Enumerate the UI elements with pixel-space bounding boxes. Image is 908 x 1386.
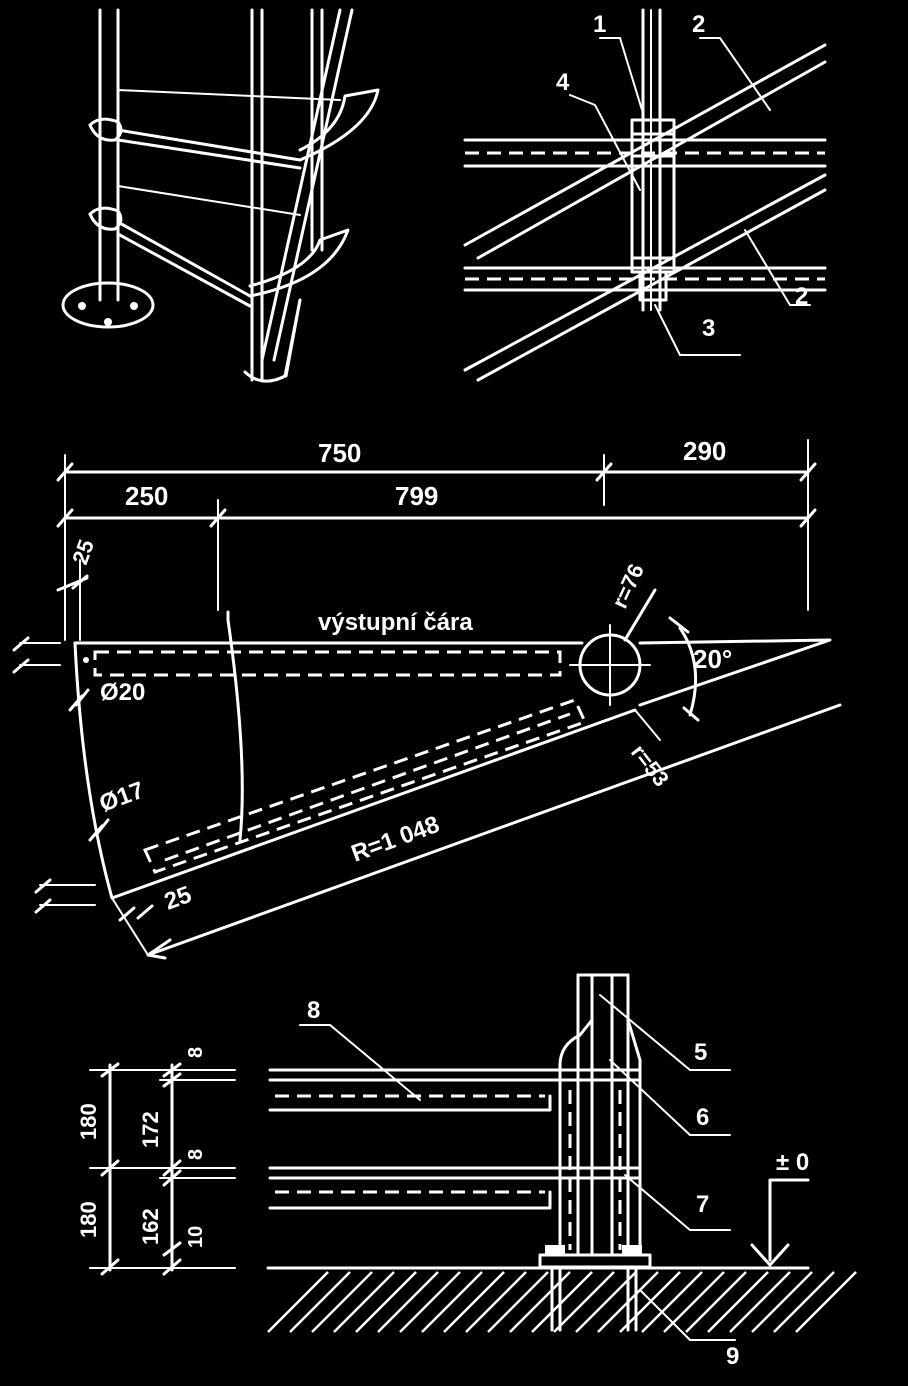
detail-number-2-upper: 2 — [692, 11, 705, 38]
hatch-line — [751, 1271, 813, 1333]
hatch-line — [597, 1271, 659, 1333]
hatch-line — [421, 1271, 483, 1333]
dim-290: 290 — [683, 436, 726, 466]
dim-250: 250 — [125, 481, 168, 511]
section-height-162: 162 — [138, 1208, 163, 1245]
section-height-172: 172 — [138, 1111, 163, 1148]
detail-number-8: 8 — [307, 997, 320, 1024]
step-plan-view — [12, 439, 842, 960]
hatch-line — [531, 1271, 593, 1333]
detail-number-5: 5 — [694, 1039, 707, 1066]
hatch-line — [487, 1271, 549, 1333]
hatch-line — [333, 1271, 395, 1333]
hatch-line — [399, 1271, 461, 1333]
section-thick-10: 10 — [185, 1226, 207, 1248]
detail-number-9: 9 — [726, 1343, 739, 1370]
detail-number-7: 7 — [696, 1191, 709, 1218]
walking-line-label: výstupní čára — [318, 609, 473, 636]
hatch-line — [663, 1271, 725, 1333]
angle-20: 20° — [693, 644, 732, 674]
section-height-180-upper: 180 — [76, 1103, 101, 1140]
dim-750: 750 — [318, 438, 361, 468]
hatch-line — [267, 1271, 329, 1333]
hatch-line — [355, 1271, 417, 1333]
stair-perspective-view — [61, 8, 380, 383]
bolt-connection-detail — [463, 8, 827, 382]
detail-number-3: 3 — [702, 315, 715, 342]
ground-hatching — [267, 1271, 857, 1333]
hatch-line — [795, 1271, 857, 1333]
detail-number-2-lower: 2 — [795, 283, 808, 310]
hole-d20: Ø20 — [100, 679, 145, 706]
dim-799: 799 — [395, 481, 438, 511]
hatch-line — [553, 1271, 615, 1333]
hatch-line — [575, 1271, 637, 1333]
detail-number-6: 6 — [696, 1104, 709, 1131]
detail-number-4: 4 — [556, 69, 570, 96]
hatch-line — [377, 1271, 439, 1333]
section-thick-8-mid: 8 — [185, 1149, 207, 1160]
hatch-line — [311, 1271, 373, 1333]
detail-number-1: 1 — [593, 11, 606, 38]
hatch-line — [509, 1271, 571, 1333]
hatch-line — [773, 1271, 835, 1333]
hatch-line — [707, 1271, 769, 1333]
hatch-line — [289, 1271, 351, 1333]
stair-section-view — [89, 973, 857, 1341]
hatch-line — [443, 1271, 505, 1333]
hatch-line — [641, 1271, 703, 1333]
hatch-line — [619, 1271, 681, 1333]
level-zero: ± 0 — [776, 1149, 809, 1176]
hatch-line — [729, 1271, 791, 1333]
section-thick-8-top: 8 — [185, 1047, 207, 1058]
section-height-180-lower: 180 — [76, 1201, 101, 1238]
hatch-line — [685, 1271, 747, 1333]
hatch-line — [465, 1271, 527, 1333]
